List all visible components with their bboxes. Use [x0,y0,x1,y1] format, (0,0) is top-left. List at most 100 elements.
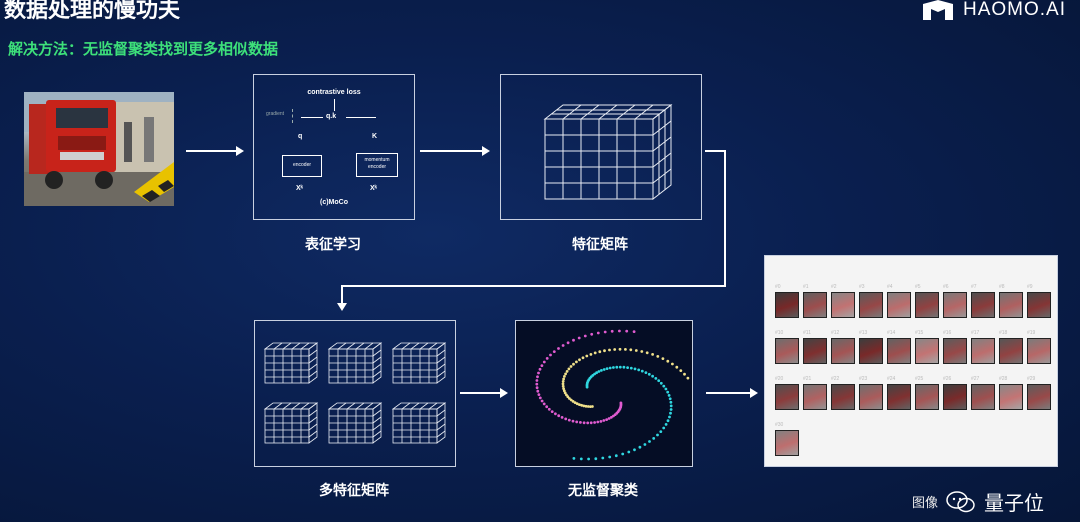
cluster-thumbnail[interactable] [859,338,883,364]
spiral-point [605,418,608,421]
spiral-point [552,350,556,353]
representation-learning-label: 表征学习 [305,237,361,253]
watermark: 图像 量子位 [912,487,1044,516]
flow-arrow-4 [706,388,758,398]
truck-photo [24,92,174,206]
cluster-thumbnail[interactable] [999,338,1023,364]
spiral-point [536,375,539,379]
spiral-point [668,415,671,419]
cluster-thumbnail[interactable] [1027,384,1051,410]
flow-arrow-1 [186,146,244,156]
cluster-thumbnail[interactable] [971,292,995,318]
cluster-thumbnail[interactable] [775,384,799,410]
thumbnail-label: #0 [775,284,781,290]
thumbnail-label: #3 [859,284,865,290]
cluster-thumbnail[interactable] [1027,292,1051,318]
spiral-point [608,455,612,459]
spiral-point [666,419,670,423]
cluster-thumbnail[interactable] [775,430,799,456]
cube-grid-icon [543,103,673,201]
cluster-thumbnail[interactable] [915,338,939,364]
thumbnail-label: #15 [915,330,924,336]
spiral-point [535,379,539,382]
spiral-point [612,414,615,418]
spiral-point [589,421,593,425]
spiral-point [569,365,573,368]
spiral-point [633,448,636,452]
spiral-point [686,376,690,380]
q-label: q [298,133,303,140]
cluster-thumbnail[interactable] [915,292,939,318]
cluster-thumbnail[interactable] [999,292,1023,318]
cluster-thumbnail[interactable] [775,338,799,364]
cluster-thumbnail[interactable] [775,292,799,318]
spiral-point [661,357,665,360]
cluster-thumbnail[interactable] [803,292,827,318]
spiral-point [571,419,575,423]
cluster-thumbnail[interactable] [831,338,855,364]
thumbnail-label: #1 [803,284,809,290]
cluster-thumbnail[interactable] [915,384,939,410]
thumbnail-label: #22 [831,376,840,382]
thumbnail-label: #28 [999,376,1008,382]
flow-arrow-2 [420,146,490,156]
spiral-point [668,397,672,401]
spiral-point [651,353,654,356]
thumbnail-label: #12 [831,330,840,336]
cluster-thumbnail[interactable] [943,338,967,364]
spiral-point [654,377,658,380]
spiral-point [586,405,590,408]
momentum-encoder-box [356,153,398,177]
cluster-thumbnail[interactable] [803,384,827,410]
cluster-thumbnail[interactable] [971,384,995,410]
feature-matrix-label: 特征矩阵 [572,237,628,253]
spiral-point [563,391,567,395]
spiral-point [600,369,603,372]
cluster-thumbnail[interactable] [859,384,883,410]
spiral-point [634,349,638,352]
spiral-point [584,404,588,408]
cluster-thumbnail[interactable] [887,384,911,410]
spiral-point [572,457,576,460]
cluster-thumbnail[interactable] [943,292,967,318]
cluster-thumbnail[interactable] [831,384,855,410]
cluster-thumbnail[interactable] [887,292,911,318]
spiral-point [644,371,648,374]
spiral-point [596,420,600,424]
wechat-icon [946,490,975,512]
xk-label: Xᵏ [370,185,378,192]
spiral-point [586,421,590,425]
spiral-point [575,420,579,424]
thumbnail-label: #24 [887,376,896,382]
cluster-thumbnail[interactable] [831,292,855,318]
thumbnail-label: #6 [943,284,949,290]
spiral-point [671,362,674,366]
spiral-point [607,417,611,420]
spiral-point [638,445,642,449]
spiral-point [645,351,649,355]
cluster-thumbnail[interactable] [1027,338,1051,364]
brand-name: HAOMO.AI [962,0,1066,20]
spiral-point [554,412,557,416]
spiral-point [564,417,568,421]
spiral-point [602,419,606,422]
spiral-point [589,405,592,408]
thumbnail-label: #11 [803,330,811,336]
thumbnail-label: #18 [999,330,1008,336]
spiral-point [578,403,581,406]
spiral-point [657,379,661,383]
spiral-point [535,386,539,390]
cluster-thumbnail[interactable] [887,338,911,364]
encoder-label: encoder [292,162,312,168]
cluster-thumbnail[interactable] [943,384,967,410]
spiral-point [622,365,626,369]
spiral-point [629,348,633,352]
cluster-thumbnail[interactable] [999,384,1023,410]
cluster-thumbnail[interactable] [859,292,883,318]
thumbnail-label: #20 [775,376,784,382]
spiral-point [651,374,654,378]
cluster-thumbnail[interactable] [803,338,827,364]
spiral-point [549,353,552,357]
cluster-thumbnail[interactable] [971,338,995,364]
spiral-point [572,362,575,366]
